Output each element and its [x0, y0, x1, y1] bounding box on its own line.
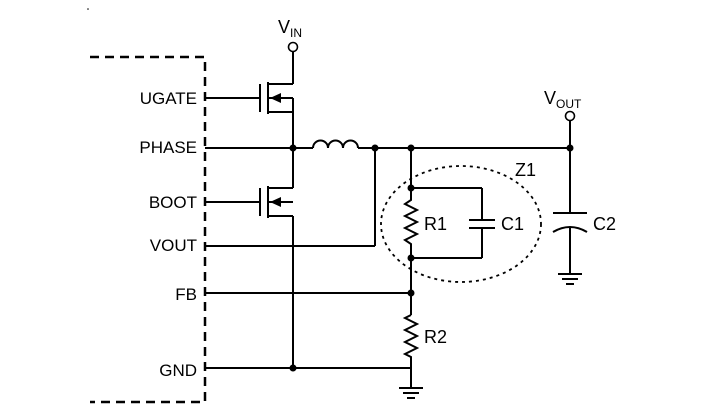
junction-vout-sense — [371, 144, 379, 152]
junction-z1-top — [407, 184, 415, 192]
pin-label-phase: PHASE — [139, 138, 197, 157]
resistor-r1 — [402, 190, 420, 258]
junction-phase — [289, 144, 297, 152]
pin-label-ugate: UGATE — [140, 89, 197, 108]
vout-label: VOUT — [544, 88, 582, 111]
vout-terminal — [564, 110, 576, 122]
ic-outline — [90, 55, 207, 404]
resistor-r2 — [402, 314, 420, 388]
label-r2: R2 — [424, 327, 447, 347]
vin-label: VIN — [278, 17, 302, 40]
junction-z1-bottom — [407, 254, 415, 262]
pin-label-gnd: GND — [159, 361, 197, 380]
label-c1: C1 — [501, 214, 524, 234]
stray-dot — [87, 8, 89, 10]
ground-symbol-c2 — [558, 273, 582, 285]
junction-gnd — [289, 364, 297, 372]
inductor — [312, 139, 359, 149]
pin-label-fb: FB — [175, 285, 197, 304]
ground-symbol-r2 — [399, 387, 423, 399]
junction-vout-c2 — [566, 144, 574, 152]
label-r1: R1 — [424, 214, 447, 234]
label-z1: Z1 — [515, 160, 536, 180]
high-side-mosfet — [205, 82, 294, 114]
pin-label-boot: BOOT — [149, 193, 197, 212]
z1-network-boundary — [380, 165, 542, 283]
junction-divider-top — [407, 144, 415, 152]
vin-terminal — [287, 41, 299, 53]
low-side-mosfet — [205, 186, 293, 218]
junction-fb — [407, 289, 415, 297]
label-c2: C2 — [593, 214, 616, 234]
pin-label-vout: VOUT — [150, 236, 197, 255]
